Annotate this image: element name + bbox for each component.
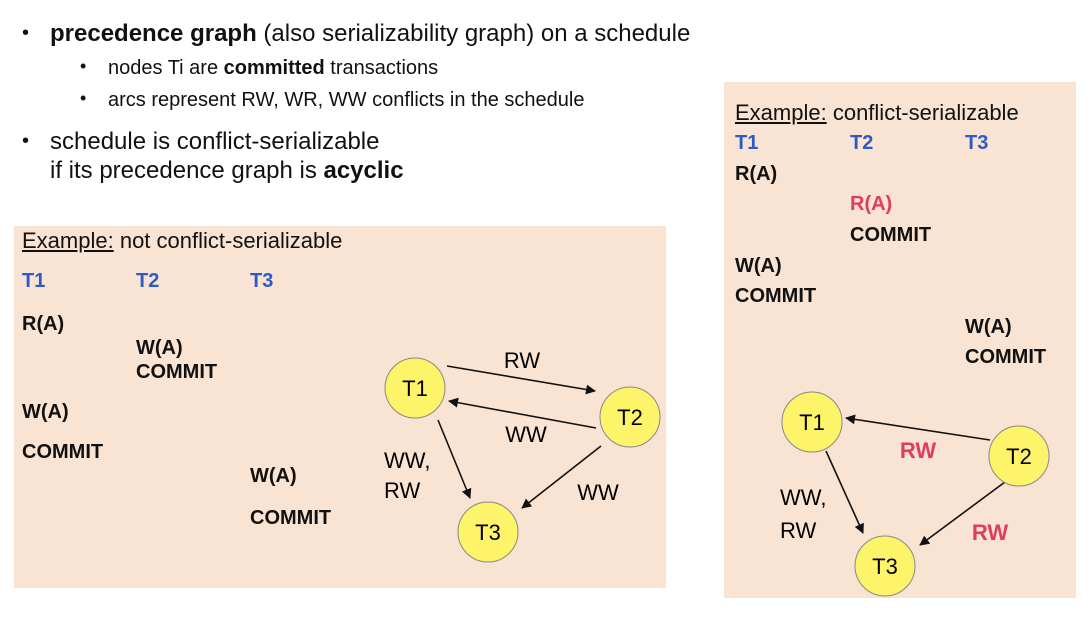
panel-title-text: conflict-serializable	[826, 100, 1019, 125]
term-acyclic: acyclic	[323, 157, 404, 184]
example-not-serializable-panel: Example: not conflict-serializable T1 T2…	[14, 226, 666, 588]
node-label-t2: T2	[1006, 444, 1032, 469]
sub-bullet-dot: •	[80, 88, 87, 108]
sub-bullet-arcs: arcs represent RW, WR, WW conflicts in t…	[108, 89, 585, 111]
op-t3-commit: COMMIT	[965, 346, 1047, 368]
edge-t2-t1	[845, 414, 991, 441]
example-serializable-panel: Example: conflict-serializable T1 T2 T3 …	[724, 82, 1076, 598]
node-t1	[384, 357, 446, 419]
col-header-t2: T2	[850, 132, 874, 154]
op-t1-read: R(A)	[735, 163, 778, 185]
op-t1-commit: COMMIT	[735, 285, 817, 307]
col-header-t3: T3	[965, 132, 989, 154]
node-label-t3: T3	[475, 520, 501, 545]
bullet-conflict-serializable: schedule is conflict-serializable	[50, 128, 380, 155]
op-t1-write: W(A)	[735, 255, 782, 277]
precedence-graph-acyclic: T1 T2 T3 RW WW, RW RW	[780, 391, 1050, 597]
bullet-dot: •	[22, 130, 30, 152]
op-t2-commit: COMMIT	[136, 361, 218, 383]
panel-title-text: not conflict-serializable	[113, 228, 343, 253]
node-t3	[854, 535, 916, 597]
edge-t1-t3	[825, 450, 864, 534]
bullet-acyclic: if its precedence graph is acyclic	[50, 157, 404, 185]
edge-label-ww: WW	[505, 422, 547, 447]
term-committed: committed	[223, 57, 325, 79]
edge-t1-t3	[437, 419, 472, 499]
op-t3-commit: COMMIT	[250, 507, 332, 529]
op-t2-commit: COMMIT	[850, 224, 932, 246]
op-t3-write: W(A)	[965, 316, 1012, 338]
edge-t2-t1	[448, 397, 597, 429]
panel-title: Example: not conflict-serializable	[22, 228, 342, 254]
edge-label-rw-red-2: RW	[972, 520, 1008, 545]
col-header-t1: T1	[22, 270, 46, 292]
node-label-t3: T3	[872, 554, 898, 579]
op-t2-read: R(A)	[850, 193, 893, 215]
col-header-t1: T1	[735, 132, 759, 154]
op-t2-write: W(A)	[136, 337, 183, 359]
edge-label-rw: RW	[504, 348, 540, 373]
edge-label-rw: RW	[780, 518, 816, 543]
bullet-text: if its precedence graph is	[50, 157, 324, 184]
edge-label-ww-comma: WW,	[384, 448, 430, 473]
node-t3	[457, 501, 519, 563]
sub-bullet-dot: •	[80, 56, 87, 76]
op-t3-write: W(A)	[250, 465, 297, 487]
op-t1-commit: COMMIT	[22, 441, 104, 463]
node-t1	[781, 391, 843, 453]
edge-t1-t2	[446, 365, 596, 395]
node-label-t2: T2	[617, 405, 643, 430]
op-t1-write: W(A)	[22, 401, 69, 423]
edge-label-rw-2: RW	[384, 478, 420, 503]
op-t1-read: R(A)	[22, 313, 65, 335]
precedence-graph-cyclic: T1 T2 T3 RW WW WW, RW WW	[384, 348, 661, 563]
panel-title-label: Example:	[735, 100, 827, 125]
edge-label-rw-red: RW	[900, 438, 936, 463]
edge-label-ww-comma: WW,	[780, 485, 826, 510]
bullet-text: nodes Ti are	[108, 57, 224, 79]
bullet-dot: •	[22, 22, 30, 44]
edge-label-ww-2: WW	[577, 480, 619, 505]
panel-title-label: Example:	[22, 228, 114, 253]
col-header-t2: T2	[136, 270, 160, 292]
node-t2	[599, 386, 661, 448]
node-t2	[988, 425, 1050, 487]
term-precedence-graph: precedence graph	[50, 20, 257, 47]
col-header-t3: T3	[250, 270, 274, 292]
node-label-t1: T1	[799, 410, 825, 435]
panel-title: Example: conflict-serializable	[735, 100, 1019, 126]
bullet-text: transactions	[324, 57, 439, 79]
edge-t2-t3	[919, 478, 1010, 546]
node-label-t1: T1	[402, 376, 428, 401]
bullet-precedence-graph: precedence graph (also serializability g…	[50, 20, 690, 48]
sub-bullet-nodes: nodes Ti are committed transactions	[108, 56, 438, 80]
edge-t2-t3	[521, 445, 602, 509]
bullet-text: (also serializability graph) on a schedu…	[256, 20, 691, 47]
